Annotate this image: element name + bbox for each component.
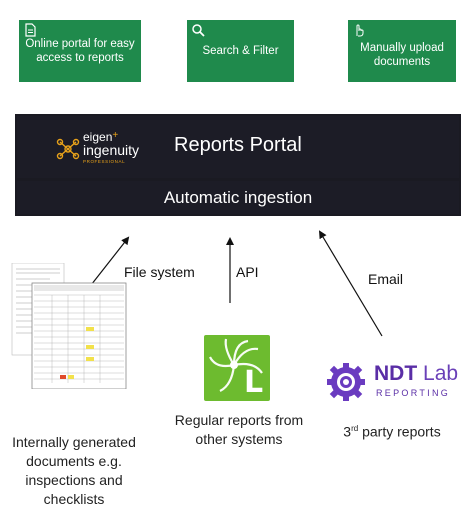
- arrow-email: [318, 230, 383, 337]
- caption-third-party-reports: 3rd party reports: [343, 423, 441, 440]
- feature-label: Online portal for easy access to reports: [25, 38, 135, 64]
- logo-professional-text: PROFESSIONAL: [83, 159, 126, 164]
- feature-label: Search & Filter: [202, 45, 279, 57]
- document-thumbnails: [11, 263, 127, 389]
- swirl-icon: [209, 338, 263, 392]
- reporting-app-icon: L: [204, 335, 270, 401]
- eigen-ingenuity-logo: eigen+ ingenuity PROFESSIONAL: [55, 128, 155, 168]
- molecule-icon: [56, 138, 80, 160]
- feature-search-filter: Search & Filter: [187, 20, 294, 82]
- automatic-ingestion-bar: Automatic ingestion: [17, 181, 459, 214]
- feature-label: Manually upload documents: [360, 42, 444, 68]
- feature-online-portal: Online portal for easy access to reports: [19, 20, 141, 82]
- arrow-label-api: API: [236, 264, 259, 280]
- logo-eigen-text: eigen+: [83, 130, 119, 144]
- caption-regular-reports: Regular reports from other systems: [174, 412, 304, 447]
- arrow-label-file-system: File system: [124, 264, 195, 280]
- feature-manual-upload: Manually upload documents: [348, 20, 456, 82]
- reports-portal: eigen+ ingenuity PROFESSIONAL Reports Po…: [15, 114, 461, 216]
- ndt-lab-gear-icon: [327, 363, 365, 401]
- document-icon: [25, 23, 36, 37]
- arrow-label-email: Email: [368, 271, 404, 287]
- caption-internal-documents: Internally generated documents e.g. insp…: [12, 434, 136, 507]
- ndt-lab-subtitle: REPORTING: [376, 388, 451, 398]
- portal-header: eigen+ ingenuity PROFESSIONAL Reports Po…: [17, 116, 459, 178]
- logo-ingenuity-text: ingenuity: [83, 142, 140, 158]
- app-letter: L: [244, 365, 264, 400]
- ndt-lab-title: NDT Lab: [374, 362, 459, 385]
- ingestion-label: Automatic ingestion: [163, 187, 313, 207]
- hand-pointer-icon: [356, 24, 364, 37]
- search-icon: [192, 24, 205, 37]
- portal-title: Reports Portal: [174, 134, 302, 156]
